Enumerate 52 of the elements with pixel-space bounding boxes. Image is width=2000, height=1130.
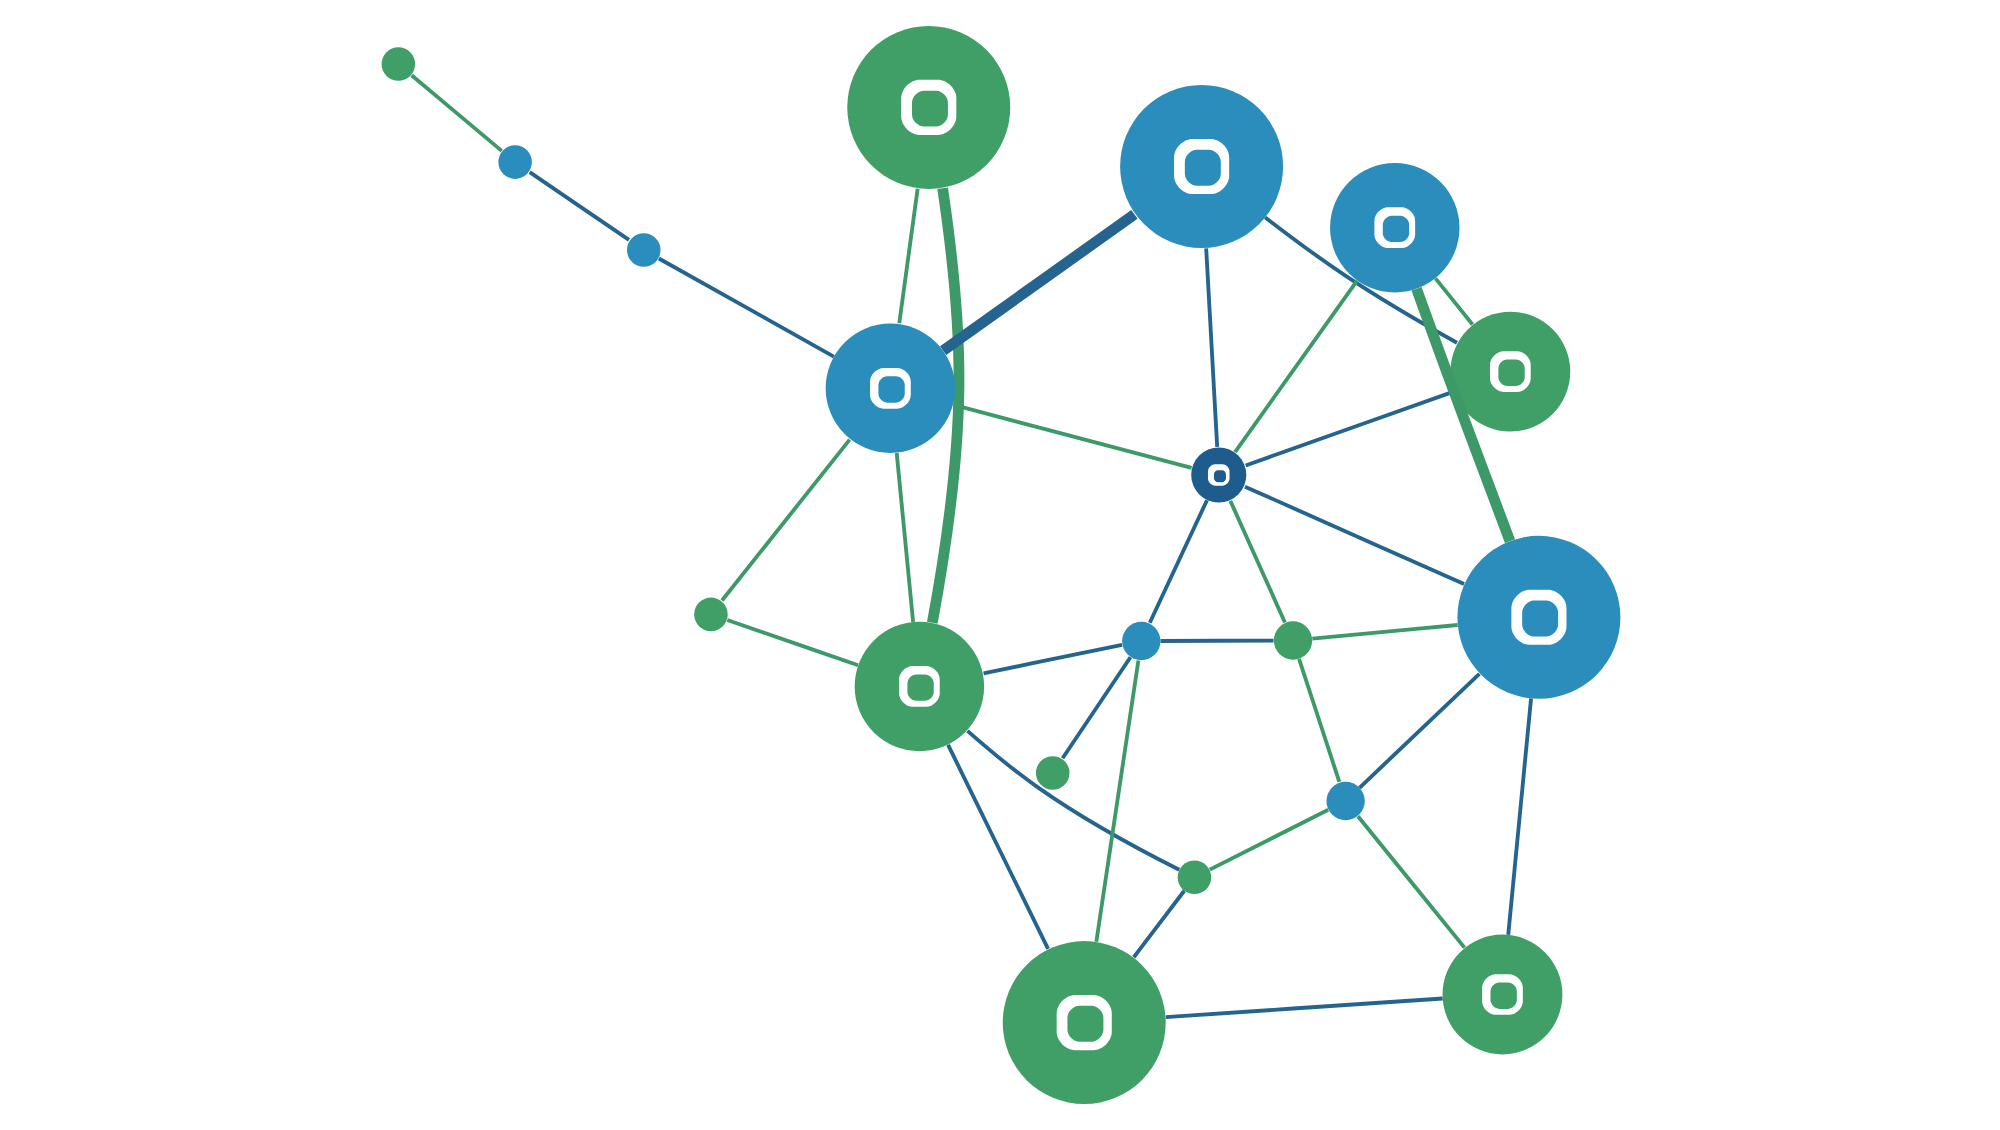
connector (939, 209, 1137, 356)
node-circle (1119, 84, 1283, 248)
connector (1207, 808, 1329, 872)
connector (945, 744, 1049, 950)
connector (1355, 814, 1465, 949)
connector (952, 403, 1192, 470)
connector (965, 729, 1180, 872)
node-circle (1441, 934, 1562, 1055)
connector (1232, 279, 1358, 454)
connector (896, 188, 919, 324)
connector (1093, 660, 1140, 942)
node-circle (1272, 621, 1312, 660)
connector (527, 170, 630, 242)
node-circle (1449, 311, 1570, 432)
node-circle (497, 145, 531, 179)
node-circle (1176, 860, 1211, 895)
node-circle (824, 323, 955, 453)
connector (409, 73, 502, 153)
connector (1505, 698, 1532, 935)
node-circle (1456, 535, 1620, 699)
node-circle (1329, 163, 1459, 293)
node-circle (625, 233, 660, 267)
connector (725, 618, 858, 668)
connector (1060, 656, 1131, 760)
connector (893, 452, 914, 623)
connector (1410, 286, 1514, 543)
connector (926, 187, 964, 624)
connector (1433, 277, 1473, 326)
node-circle (1325, 781, 1364, 821)
connector (1296, 658, 1341, 783)
node-circle (853, 621, 984, 752)
connector (1263, 215, 1457, 345)
connector (1243, 484, 1464, 586)
connector (1164, 996, 1442, 1019)
connector (656, 256, 834, 359)
node-circle (693, 597, 727, 632)
node-circle (1121, 621, 1160, 661)
connector (1131, 889, 1185, 959)
node-circle (380, 47, 415, 81)
connector (1244, 389, 1454, 468)
connector (1159, 638, 1273, 643)
connector (1203, 248, 1219, 447)
connector (1227, 500, 1286, 624)
connector (982, 643, 1122, 676)
connector (1357, 672, 1480, 790)
node-circle (1001, 941, 1165, 1105)
node-circle (846, 25, 1010, 189)
node-circle (1190, 447, 1246, 503)
connector (719, 438, 851, 602)
connector (1311, 623, 1457, 641)
node-circle (1034, 756, 1069, 790)
connector (1147, 499, 1208, 624)
